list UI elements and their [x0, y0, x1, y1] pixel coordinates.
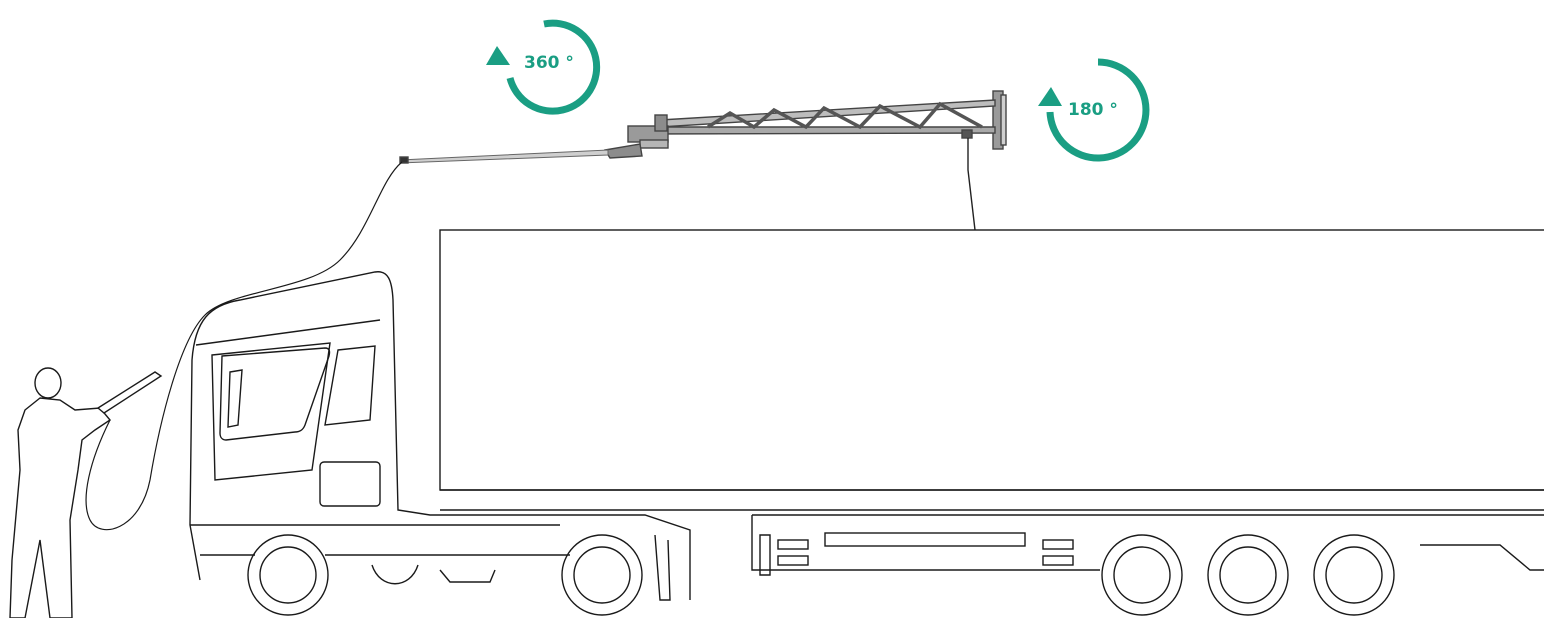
truss-diagonals [707, 101, 983, 130]
cab-side-window [324, 345, 376, 426]
cab-outline [189, 271, 691, 600]
rotation-label-360: 360 ° [524, 53, 574, 73]
counterclockwise-arrow-icon [486, 46, 510, 65]
cab-step [319, 461, 381, 507]
rotation-label-180: 180 ° [1068, 100, 1118, 120]
cab-rear-wheel [561, 534, 643, 616]
operator-body [9, 397, 112, 618]
trailer-wheel [1207, 534, 1289, 616]
operator-head [34, 367, 62, 399]
rotation-indicator-180: 180 ° [1038, 58, 1150, 162]
operator-lance [96, 371, 163, 414]
gantry-boom [399, 90, 1007, 164]
trailer [439, 229, 1544, 616]
lance-hose [85, 161, 403, 531]
trailer-wheel [1313, 534, 1395, 616]
truss-bottom-chord [639, 126, 996, 135]
trailer-chassis [751, 514, 1544, 571]
cab-front-wheel [247, 534, 329, 616]
truck-cab [189, 271, 691, 616]
hanging-hose [967, 138, 976, 231]
operator-figure [9, 367, 163, 618]
trailer-box [439, 229, 1544, 491]
trailer-wheel [1101, 534, 1183, 616]
counterclockwise-arrow-icon [1038, 87, 1062, 106]
rotation-arc-180 [1046, 58, 1150, 162]
spray-lance [399, 149, 609, 164]
cab-door [211, 342, 331, 481]
rotation-arc-360 [506, 19, 601, 115]
rotation-indicator-360: 360 ° [486, 19, 601, 115]
truss-top-chord [659, 99, 996, 128]
